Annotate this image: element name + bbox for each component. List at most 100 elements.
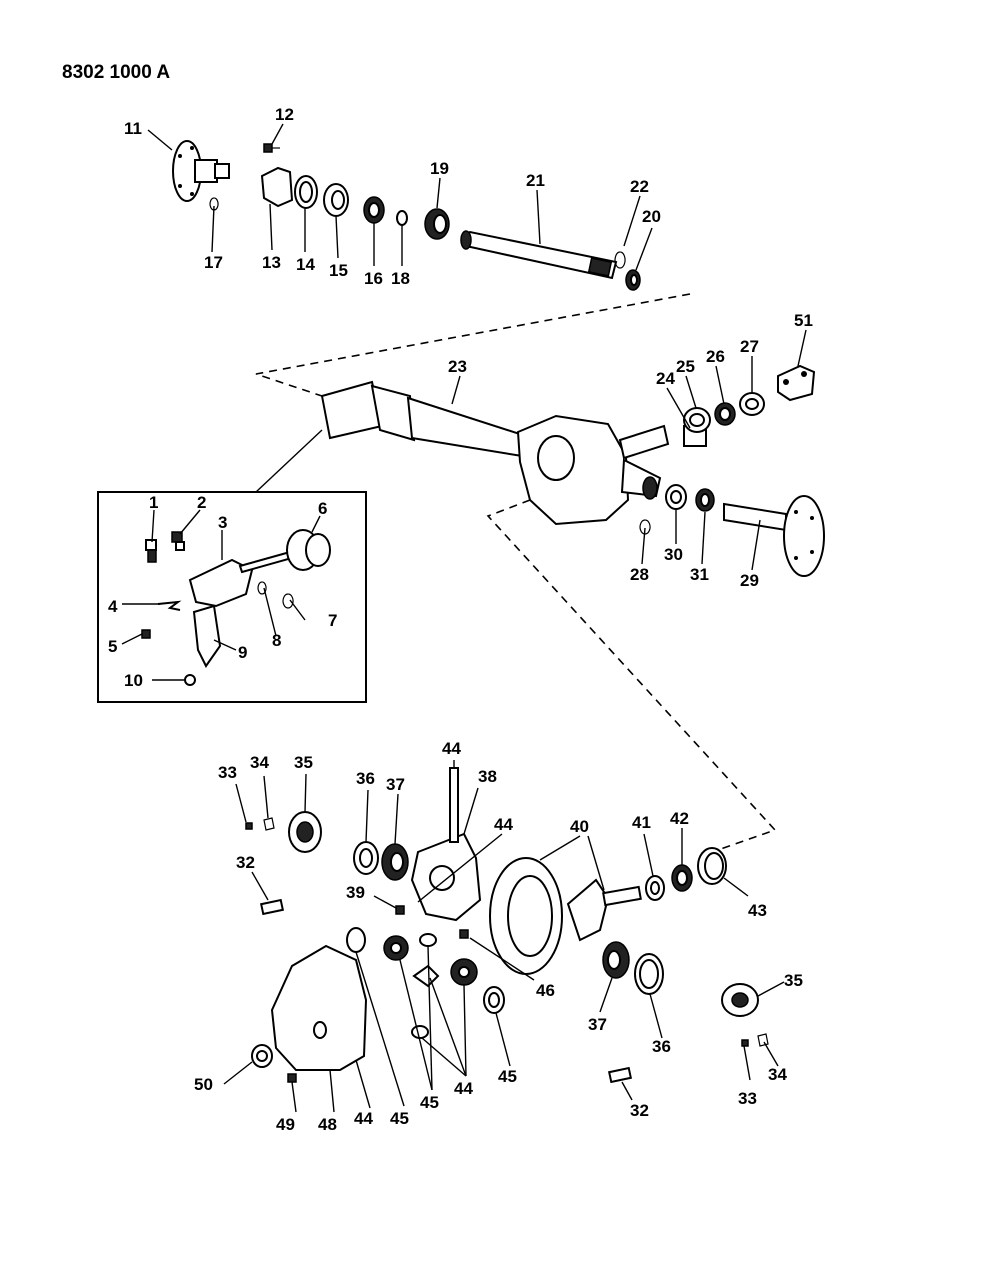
ref-label: 44 (354, 1109, 373, 1128)
ref-label: 32 (630, 1101, 649, 1120)
ref-label: 46 (536, 981, 555, 1000)
part-fill-plug-49 (287, 1073, 297, 1083)
ref-label: 44 (442, 739, 461, 758)
part-bolt-33-right (741, 1039, 749, 1047)
part-bolt-12 (263, 143, 280, 153)
part-shaft-6 (238, 529, 331, 574)
part-bearing-42 (671, 864, 693, 892)
part-bolt-5 (141, 629, 151, 639)
ref-label: 42 (670, 809, 689, 828)
leader-lines-bottom (223, 760, 785, 1113)
part-axle-shaft-29 (723, 495, 825, 577)
ref-label: 7 (328, 611, 337, 630)
part-switch-1 (145, 539, 157, 563)
part-bearing-15 (323, 183, 349, 217)
part-bearing-37-right (602, 941, 630, 979)
part-pinion-shaft-44 (449, 767, 459, 843)
part-lock-34-right (757, 1033, 769, 1047)
ref-label: 4 (108, 597, 118, 616)
part-ring-8 (257, 581, 267, 595)
part-washer-45-lower (411, 1025, 429, 1039)
part-seal-25 (683, 407, 711, 433)
ref-label: 41 (632, 813, 651, 832)
part-side-gear-44-right (450, 958, 478, 986)
ref-label: 44 (494, 815, 513, 834)
ref-label: 5 (108, 637, 117, 656)
ref-label: 13 (262, 253, 281, 272)
part-shim-41 (645, 875, 665, 901)
ref-label: 20 (642, 207, 661, 226)
part-bolt-32-right (607, 1066, 633, 1084)
ref-label: 45 (420, 1093, 439, 1112)
part-shift-fork-9 (192, 604, 222, 668)
part-snap-ring-22 (614, 251, 626, 269)
part-bolt-32-left (259, 898, 285, 916)
ref-label: 38 (478, 767, 497, 786)
part-bearing-16 (363, 196, 385, 224)
ref-label: 16 (364, 269, 383, 288)
ref-label: 33 (218, 763, 237, 782)
ref-label: 8 (272, 631, 281, 650)
part-pinion-mate-44 (412, 964, 440, 988)
part-lock-34-left (263, 817, 275, 831)
part-bearing-26 (714, 402, 736, 426)
ref-label: 24 (656, 369, 675, 388)
part-differential-cover (270, 944, 368, 1071)
ref-label: 26 (706, 347, 725, 366)
part-bushing-18 (396, 210, 408, 226)
ref-label: 48 (318, 1115, 337, 1134)
ref-label: 18 (391, 269, 410, 288)
alignment-dashed-lines (255, 293, 777, 853)
part-bolt-46 (459, 929, 469, 939)
leader-lines-inset (121, 509, 321, 681)
part-clip-4 (157, 600, 182, 611)
part-ring-20 (625, 269, 641, 291)
part-axle-housing (320, 380, 670, 526)
part-cup-43 (697, 847, 727, 885)
ref-label: 22 (630, 177, 649, 196)
ref-label: 33 (738, 1089, 757, 1108)
inset-connector-line (255, 429, 323, 493)
ref-label: 37 (386, 775, 405, 794)
ref-label: 14 (296, 255, 315, 274)
part-bolt-33-left (245, 822, 253, 830)
ref-label: 23 (448, 357, 467, 376)
ref-label: 39 (346, 883, 365, 902)
ref-label: 25 (676, 357, 695, 376)
part-spacer-19 (424, 208, 450, 240)
ref-label: 43 (748, 901, 767, 920)
ref-label: 51 (794, 311, 813, 330)
part-yoke-51 (777, 364, 816, 402)
part-housing-cover-3 (188, 558, 254, 608)
part-pinion-gear (566, 878, 642, 942)
part-washer-44 (419, 933, 437, 947)
ref-label: 45 (498, 1067, 517, 1086)
ref-label: 35 (294, 753, 313, 772)
ref-label: 1 (149, 493, 158, 512)
part-spindle-flange (172, 140, 230, 202)
ref-label: 50 (194, 1075, 213, 1094)
part-ring-gear (489, 857, 563, 975)
axle-housing-group (320, 364, 825, 577)
diagram-code: 8302 1000 A (62, 62, 170, 83)
part-seal-31 (695, 488, 715, 512)
ref-label: 10 (124, 671, 143, 690)
ref-label: 15 (329, 261, 348, 280)
shift-mechanism-inset-box (97, 491, 367, 703)
leader-lines-middle (451, 329, 807, 571)
part-cup-36-right (634, 953, 664, 995)
differential-group (245, 767, 769, 1084)
part-seal-retainer (260, 166, 294, 208)
part-ring-7 (282, 593, 294, 609)
outer-axle-shaft-group (172, 140, 641, 291)
ref-label: 11 (124, 119, 142, 138)
ref-label: 37 (588, 1015, 607, 1034)
ref-label: 36 (652, 1037, 671, 1056)
ref-label: 9 (238, 643, 247, 662)
ref-label: 44 (454, 1079, 473, 1098)
part-fitting-2 (171, 531, 185, 551)
ref-label: 21 (526, 171, 545, 190)
part-differential-case (410, 832, 482, 922)
leader-lines-top (147, 123, 653, 271)
